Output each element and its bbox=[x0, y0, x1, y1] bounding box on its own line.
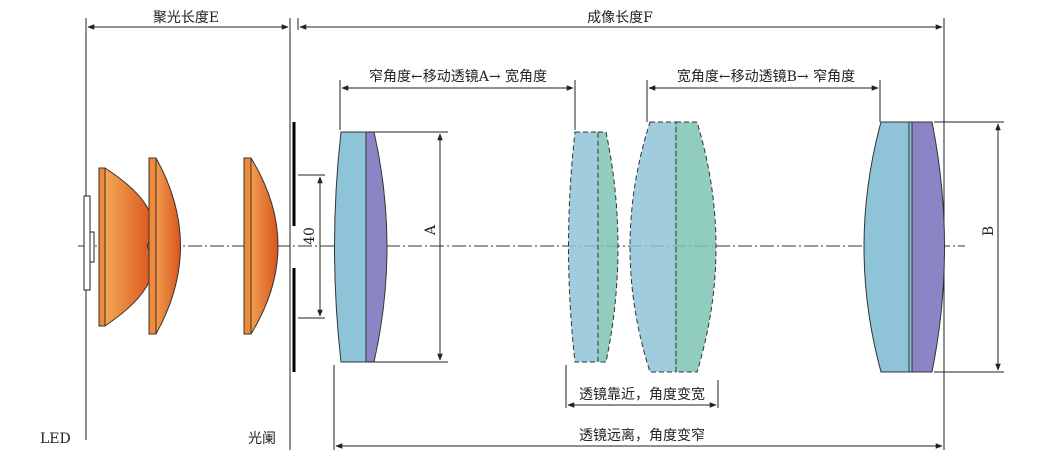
condenser-lens-3 bbox=[243, 157, 279, 335]
dimension-a: A bbox=[368, 131, 448, 363]
aperture-label: 光阑 bbox=[248, 431, 276, 447]
lens-b-movement-label: 宽角度←移动透镜B→ 窄角度 bbox=[677, 68, 855, 85]
dimension-b-label: B bbox=[981, 226, 997, 236]
lens-farther-label: 透镜远离，角度变窄 bbox=[579, 427, 705, 444]
condenser-length-label: 聚光长度E bbox=[153, 10, 219, 26]
lens-farther-dimension: 透镜远离，角度变窄 bbox=[333, 365, 943, 450]
aperture-size-label: 40 bbox=[302, 227, 318, 245]
imaging-length-label: 成像长度F bbox=[587, 10, 653, 26]
lens-closer-label: 透镜靠近，角度变宽 bbox=[579, 386, 705, 403]
led-label: LED bbox=[40, 431, 71, 447]
lens-b bbox=[863, 121, 945, 373]
condenser-lens-1 bbox=[98, 167, 154, 327]
dimension-b: B bbox=[934, 121, 1004, 373]
led-source: LED bbox=[40, 195, 95, 447]
lens-b-movement-dimension: 宽角度←移动透镜B→ 窄角度 bbox=[646, 68, 881, 122]
led-body bbox=[83, 195, 91, 291]
aperture: 光阑 bbox=[248, 122, 296, 450]
lens-b-moved bbox=[629, 121, 717, 373]
aperture-size-dimension: 40 bbox=[298, 174, 325, 319]
lens-closer-dimension: 透镜靠近，角度变宽 bbox=[565, 365, 719, 408]
lens-a bbox=[334, 131, 388, 363]
condenser-lens-2 bbox=[148, 157, 181, 335]
dimension-a-label: A bbox=[423, 224, 439, 236]
lens-a-moved bbox=[568, 131, 619, 363]
lens-a-movement-label: 窄角度←移动透镜A→ 宽角度 bbox=[369, 68, 547, 85]
lens-a-movement-dimension: 窄角度←移动透镜A→ 宽角度 bbox=[339, 68, 576, 130]
